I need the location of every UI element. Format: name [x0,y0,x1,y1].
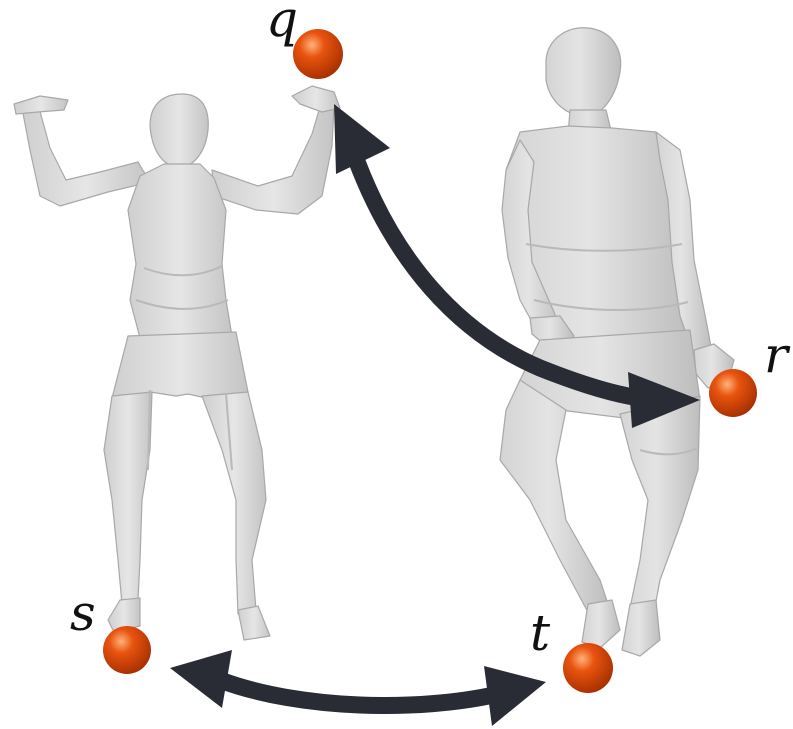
right-figure-right-foot [622,600,660,656]
left-figure-hand-right [292,86,340,112]
left-figure-right-leg [202,392,266,614]
arrow-s-t [170,650,546,726]
arrow-s-t-shaft [220,680,498,706]
left-figure-shorts [112,332,248,398]
marker-s [103,626,151,674]
marker-r [709,369,757,417]
label-t: t [530,604,551,662]
arrow-s-t-head-end [484,666,546,726]
marker-q [293,29,343,79]
left-figure-torso [128,164,232,338]
label-r: r [764,326,791,384]
left-figure-right-foot [238,606,270,640]
arrow-s-t-head-start [170,650,232,708]
left-figure-left-leg [104,392,152,604]
right-figure-head [546,28,621,116]
label-s: s [70,584,96,642]
left-figure-right-arm [212,100,334,214]
label-q: q [266,0,298,48]
left-figure-head [150,94,208,168]
left-figure-left-arm [22,104,150,206]
marker-t [563,643,613,693]
right-figure-right-leg [620,396,700,612]
left-human-mesh [14,86,340,640]
right-figure-left-leg [500,380,610,616]
left-figure-hand-left [14,96,68,114]
right-human-mesh [500,28,734,656]
right-figure-left-foot [582,600,620,648]
